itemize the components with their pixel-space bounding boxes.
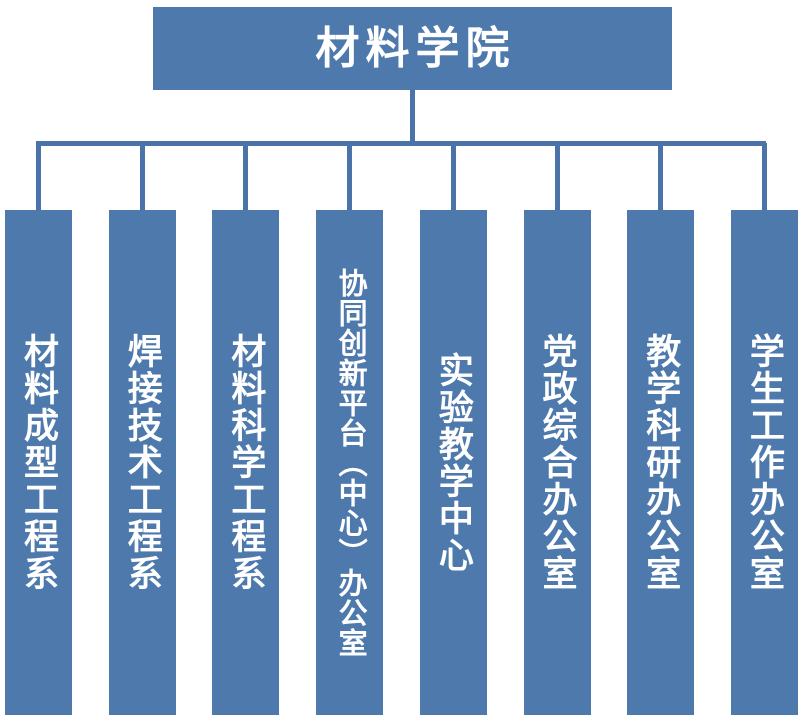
connector-drop-line xyxy=(243,143,249,210)
department-node-label: 党政综合办公室 xyxy=(537,333,577,592)
department-node: 材料科学工程系 xyxy=(212,210,280,715)
connector-horizontal-line xyxy=(36,141,766,146)
department-node-label: 协同创新平台（中心）办公室 xyxy=(334,267,367,658)
department-node-label: 材料成型工程系 xyxy=(19,333,58,592)
connector-drop-line xyxy=(658,143,664,210)
department-column: 协同创新平台（中心）办公室 xyxy=(316,143,384,715)
connector-drop-line xyxy=(554,143,560,210)
department-column: 实验教学中心 xyxy=(419,143,487,715)
connector-drop-line xyxy=(36,143,41,210)
department-node-label: 材料科学工程系 xyxy=(226,333,266,592)
department-column: 学生工作办公室 xyxy=(730,143,798,715)
department-column: 焊接技术工程系 xyxy=(108,143,176,715)
connector-drop-line xyxy=(139,143,145,210)
connector-stem-line xyxy=(410,90,415,145)
department-column: 教学科研办公室 xyxy=(627,143,695,715)
department-node-label: 实验教学中心 xyxy=(433,351,473,574)
department-node: 材料成型工程系 xyxy=(5,210,72,715)
department-node: 协同创新平台（中心）办公室 xyxy=(316,210,384,715)
department-node-label: 焊接技术工程系 xyxy=(122,333,162,592)
department-node-label: 教学科研办公室 xyxy=(641,333,681,592)
department-node: 党政综合办公室 xyxy=(523,210,591,715)
department-node: 学生工作办公室 xyxy=(730,210,798,715)
root-node-label: 材料学院 xyxy=(315,23,516,73)
department-node: 教学科研办公室 xyxy=(627,210,695,715)
department-node-label: 学生工作办公室 xyxy=(744,333,784,592)
connector-drop-line xyxy=(761,143,767,210)
connector-drop-line xyxy=(347,143,353,210)
department-node: 焊接技术工程系 xyxy=(108,210,176,715)
department-column: 材料成型工程系 xyxy=(5,143,72,715)
department-row: 材料成型工程系 焊接技术工程系 材料科学工程系 协同创新平台（中心）办公室 xyxy=(5,143,798,715)
department-node: 实验教学中心 xyxy=(419,210,487,715)
department-column: 党政综合办公室 xyxy=(523,143,591,715)
department-column: 材料科学工程系 xyxy=(212,143,280,715)
root-node-college: 材料学院 xyxy=(153,7,672,90)
connector-drop-line xyxy=(450,143,456,210)
